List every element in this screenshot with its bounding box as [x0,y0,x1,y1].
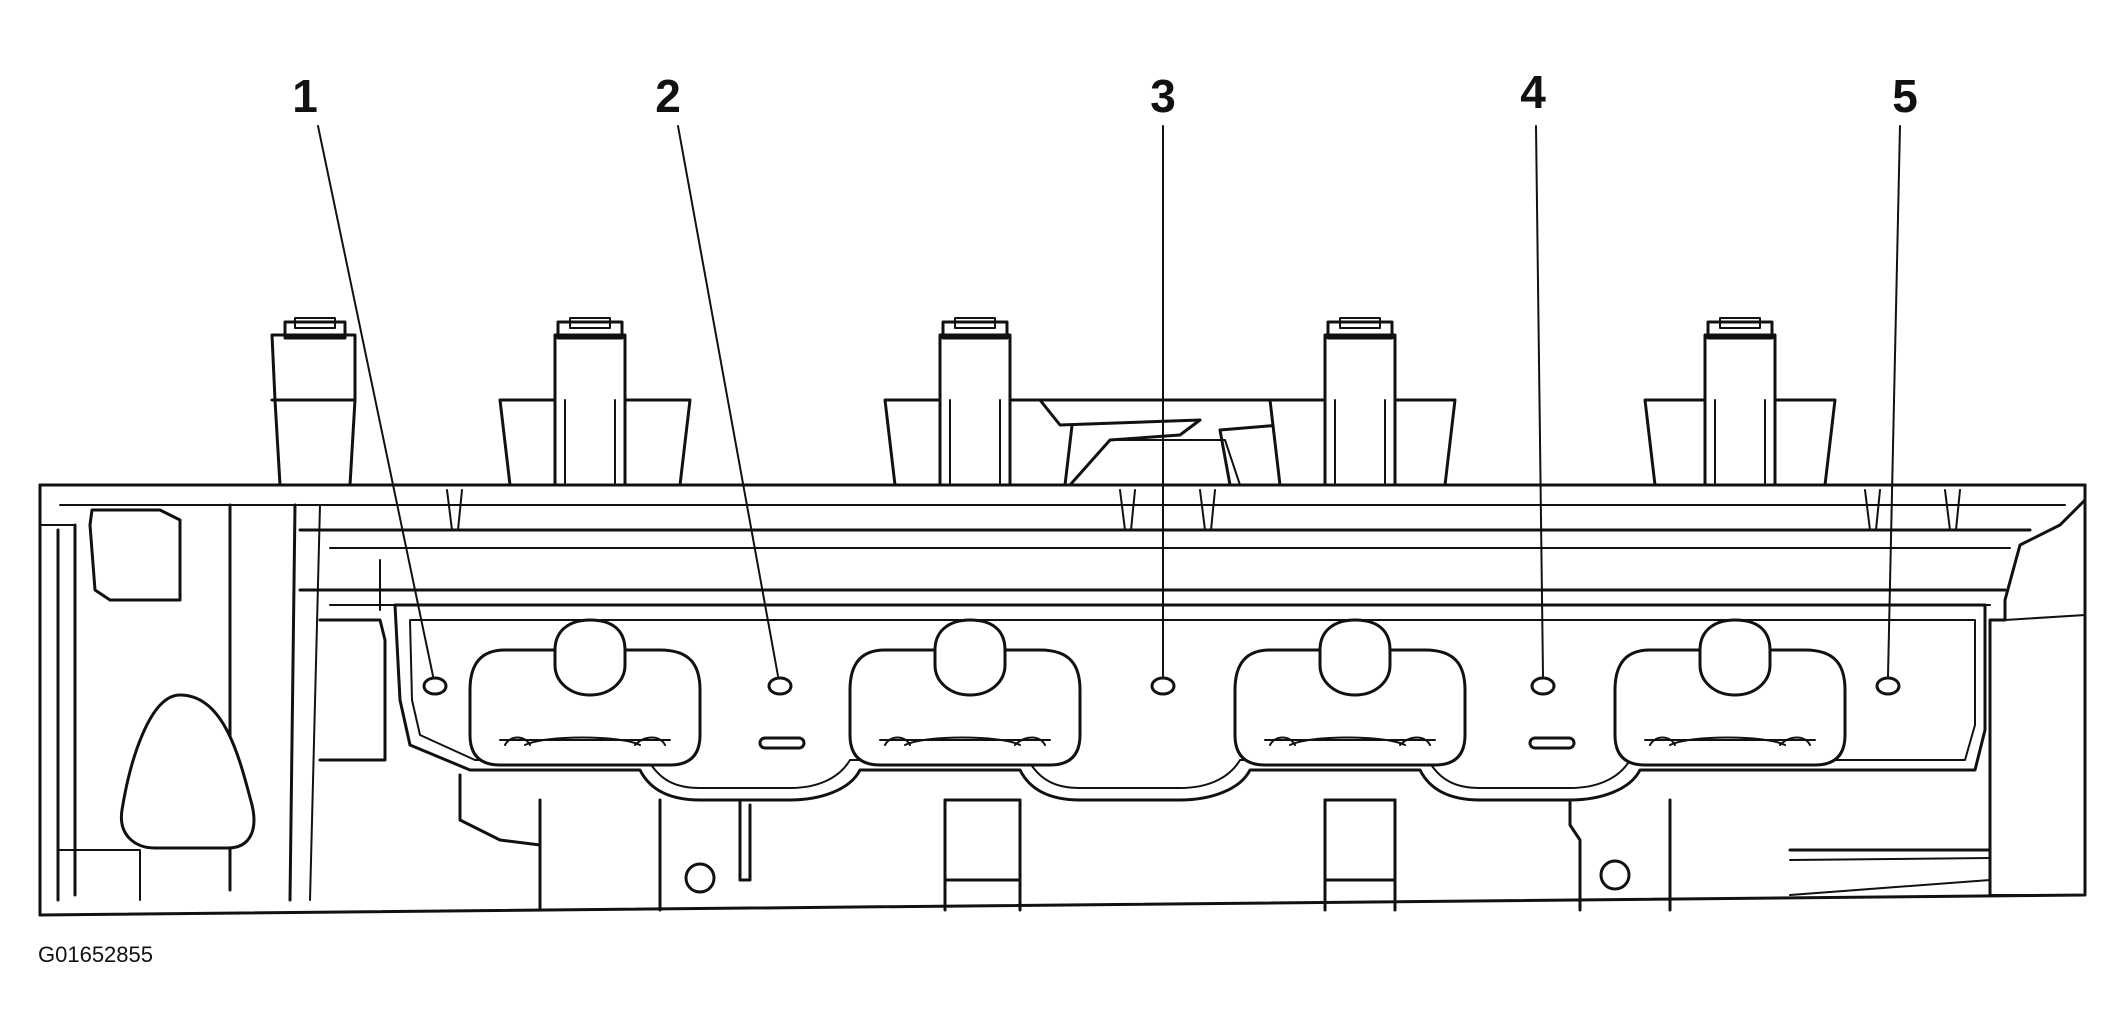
flange-slot [1528,736,1576,750]
figure-id: G01652855 [38,942,153,967]
callout-1: 1 [292,70,318,122]
callout-4: 4 [1520,66,1546,118]
cam-towers [270,317,1837,487]
bolt-hole-3 [1150,676,1176,696]
callout-3: 3 [1150,70,1176,122]
leader-lines [317,125,1901,677]
bolt-hole-2 [767,676,793,696]
port-4 [1613,618,1847,767]
leader-line-2 [677,125,779,677]
callout-5: 5 [1892,70,1918,122]
deck-notches [446,489,1961,531]
bolt-holes [422,676,1901,696]
leader-line-1 [317,125,434,677]
port-3 [1233,618,1467,767]
leader-line-5 [1887,125,1901,677]
port-1 [468,618,702,767]
exhaust-ports [468,618,1847,767]
port-2 [848,618,1082,767]
bolt-hole-1 [422,676,448,696]
bolt-hole-4 [1530,676,1556,696]
bolt-hole-5 [1875,676,1901,696]
callout-2: 2 [655,70,681,122]
callouts: 1 2 3 4 5 [292,66,1918,122]
leader-line-4 [1535,125,1544,677]
manifold-flange [393,603,1992,912]
flange-slot [758,736,806,750]
